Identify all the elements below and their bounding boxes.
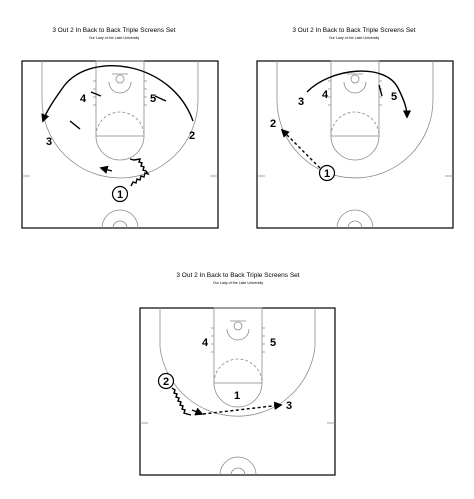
center-circle-inner — [230, 467, 246, 476]
panel-3-actions — [171, 387, 283, 416]
center-circle-inner — [112, 220, 128, 229]
free-throw-circle-bottom — [213, 358, 263, 384]
dribble-2-head — [191, 407, 204, 416]
panel-1-title: 3 Out 2 In Back to Back Triple Screens S… — [52, 27, 176, 34]
three-point-arc — [41, 61, 199, 179]
screen-3 — [69, 120, 81, 130]
player-3-label: 3 — [286, 400, 292, 412]
court-boundary — [256, 60, 454, 229]
rim — [233, 321, 243, 331]
rim — [350, 74, 360, 84]
free-throw-circle-bottom — [330, 111, 380, 137]
player-4-label: 4 — [202, 337, 209, 349]
free-throw-circle-top — [330, 135, 380, 161]
panel-3-subtitle: Our Lady of the Lake University — [212, 281, 264, 285]
center-circle — [219, 456, 257, 476]
panel-1-players: 1 2 3 4 5 — [46, 93, 195, 203]
free-throw-circle-top — [95, 135, 145, 161]
player-5-label: 5 — [391, 91, 397, 103]
restricted-arc — [226, 328, 250, 341]
player-1-label: 1 — [117, 189, 123, 201]
player-2-label: 2 — [189, 130, 195, 142]
free-throw-circle-bottom — [95, 111, 145, 137]
paint-lane — [213, 307, 263, 384]
dribble-1-head — [99, 165, 113, 174]
player-5-label: 5 — [270, 337, 276, 349]
restricted-arc — [108, 81, 132, 94]
screen-5 — [378, 84, 383, 97]
rim — [115, 74, 125, 84]
free-throw-circle-top — [213, 382, 263, 408]
player-5-label: 5 — [150, 93, 156, 105]
three-point-arc — [276, 61, 434, 179]
lane-hash-right — [144, 80, 147, 106]
cut-arrow-3 — [306, 70, 412, 119]
panel-2-subtitle: Our Lady of the Lake University — [328, 36, 380, 40]
player-1-label: 1 — [324, 168, 330, 180]
panel-2-actions — [280, 70, 412, 169]
paint-lane — [330, 60, 380, 137]
center-circle — [101, 209, 139, 229]
player-3-label: 3 — [298, 96, 304, 108]
player-1-label: 1 — [234, 390, 240, 402]
panel-3-title: 3 Out 2 In Back to Back Triple Screens S… — [176, 272, 300, 279]
center-circle — [336, 209, 374, 229]
panel-1-court — [21, 60, 219, 229]
panel-1-actions — [41, 65, 194, 187]
lane-hash-left — [211, 327, 214, 353]
player-4-label: 4 — [322, 89, 329, 101]
pass-1-to-2 — [280, 128, 321, 169]
center-circle-inner — [347, 220, 363, 229]
player-2-label: 2 — [163, 376, 169, 388]
player-2-label: 2 — [270, 118, 276, 130]
lane-hash-right — [262, 327, 265, 353]
paint-lane — [95, 60, 145, 137]
lane-hash-left — [93, 80, 96, 106]
pass-2-to-3 — [202, 401, 283, 415]
lane-hash-left — [328, 80, 331, 106]
screen-5 — [154, 95, 167, 102]
restricted-arc — [343, 81, 367, 94]
panel-2-title: 3 Out 2 In Back to Back Triple Screens S… — [292, 27, 416, 34]
cut-arrow-2 — [41, 65, 194, 123]
player-1-circle — [318, 164, 336, 182]
panel-3-players: 2 1 3 4 5 — [157, 337, 292, 412]
player-2-circle — [157, 372, 175, 390]
player-3-label: 3 — [46, 136, 52, 148]
dribble-1 — [129, 158, 150, 187]
dribble-2 — [171, 387, 192, 416]
panel-2-players: 1 2 3 4 5 — [270, 89, 397, 182]
player-4-label: 4 — [80, 93, 87, 105]
player-1-circle — [111, 185, 129, 203]
panel-1-subtitle: Our Lady of the Lake University — [88, 36, 140, 40]
panel-2-court — [256, 60, 454, 229]
screen-4 — [90, 91, 102, 97]
